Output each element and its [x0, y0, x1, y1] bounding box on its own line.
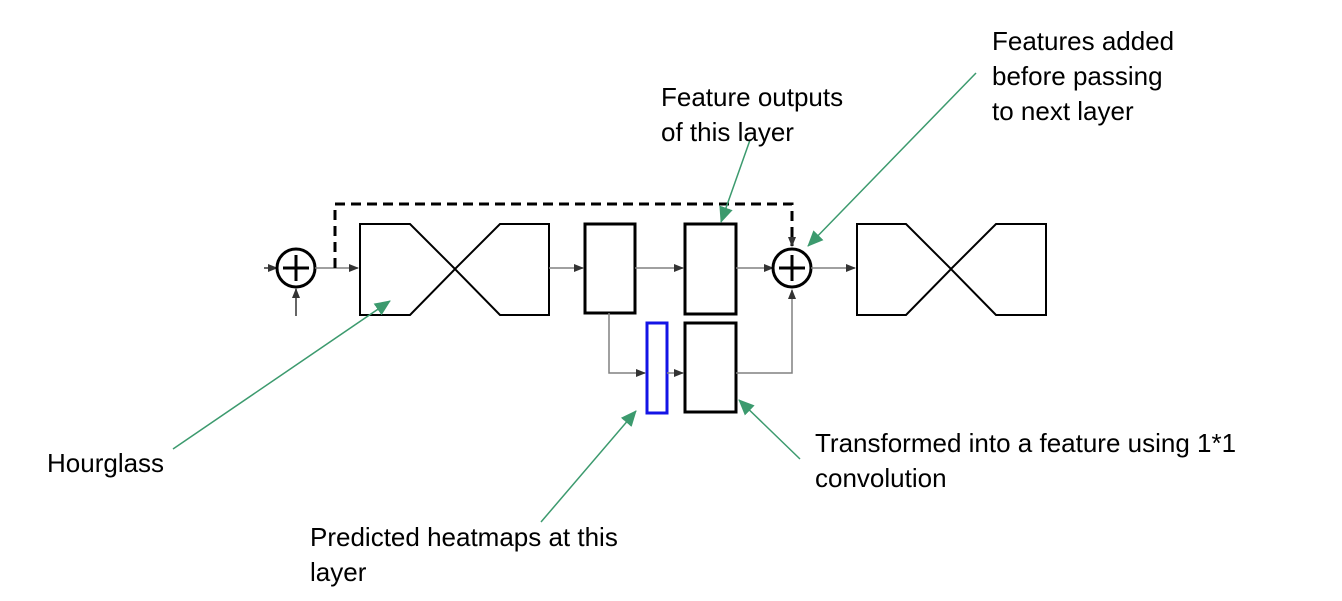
label-line: convolution [815, 463, 947, 493]
label-feature-outputs: Feature outputs of this layer [661, 80, 843, 150]
sum-node-input [275, 247, 317, 289]
conv-transformed-block [683, 321, 738, 414]
label-line: of this layer [661, 117, 794, 147]
hourglass-block-2 [856, 223, 1047, 316]
label-hourglass: Hourglass [47, 446, 164, 481]
label-features-added: Features added before passing to next la… [992, 24, 1174, 129]
feature-block-1 [583, 222, 637, 315]
label-line: Hourglass [47, 448, 165, 478]
label-predicted-heatmaps: Predicted heatmaps at this layer [310, 520, 618, 590]
label-line: to next layer [992, 96, 1134, 126]
hourglass-block-1 [359, 223, 550, 316]
pointer-transformed [738, 399, 801, 460]
label-line: Feature outputs [661, 82, 844, 112]
connector-conv-to-sum [736, 289, 796, 374]
label-line: Predicted heatmaps at this [310, 522, 618, 552]
pointer-predicted-heatmaps [540, 410, 637, 523]
pointer-features-added [807, 72, 977, 247]
label-line: before passing [992, 61, 1163, 91]
label-line: Transformed into a feature using 1*1 [815, 428, 1237, 458]
skip-connection-dashed [333, 202, 796, 268]
label-line: layer [310, 557, 367, 587]
pointer-hourglass [172, 300, 391, 450]
sum-node-output [771, 247, 813, 289]
feature-output-block [683, 222, 738, 316]
pointer-feature-outputs [719, 139, 751, 223]
label-line: Features added [992, 26, 1175, 56]
connector-block1-to-heatmap [608, 313, 646, 377]
heatmap-block [645, 321, 669, 415]
label-transformed: Transformed into a feature using 1*1 con… [815, 426, 1236, 496]
